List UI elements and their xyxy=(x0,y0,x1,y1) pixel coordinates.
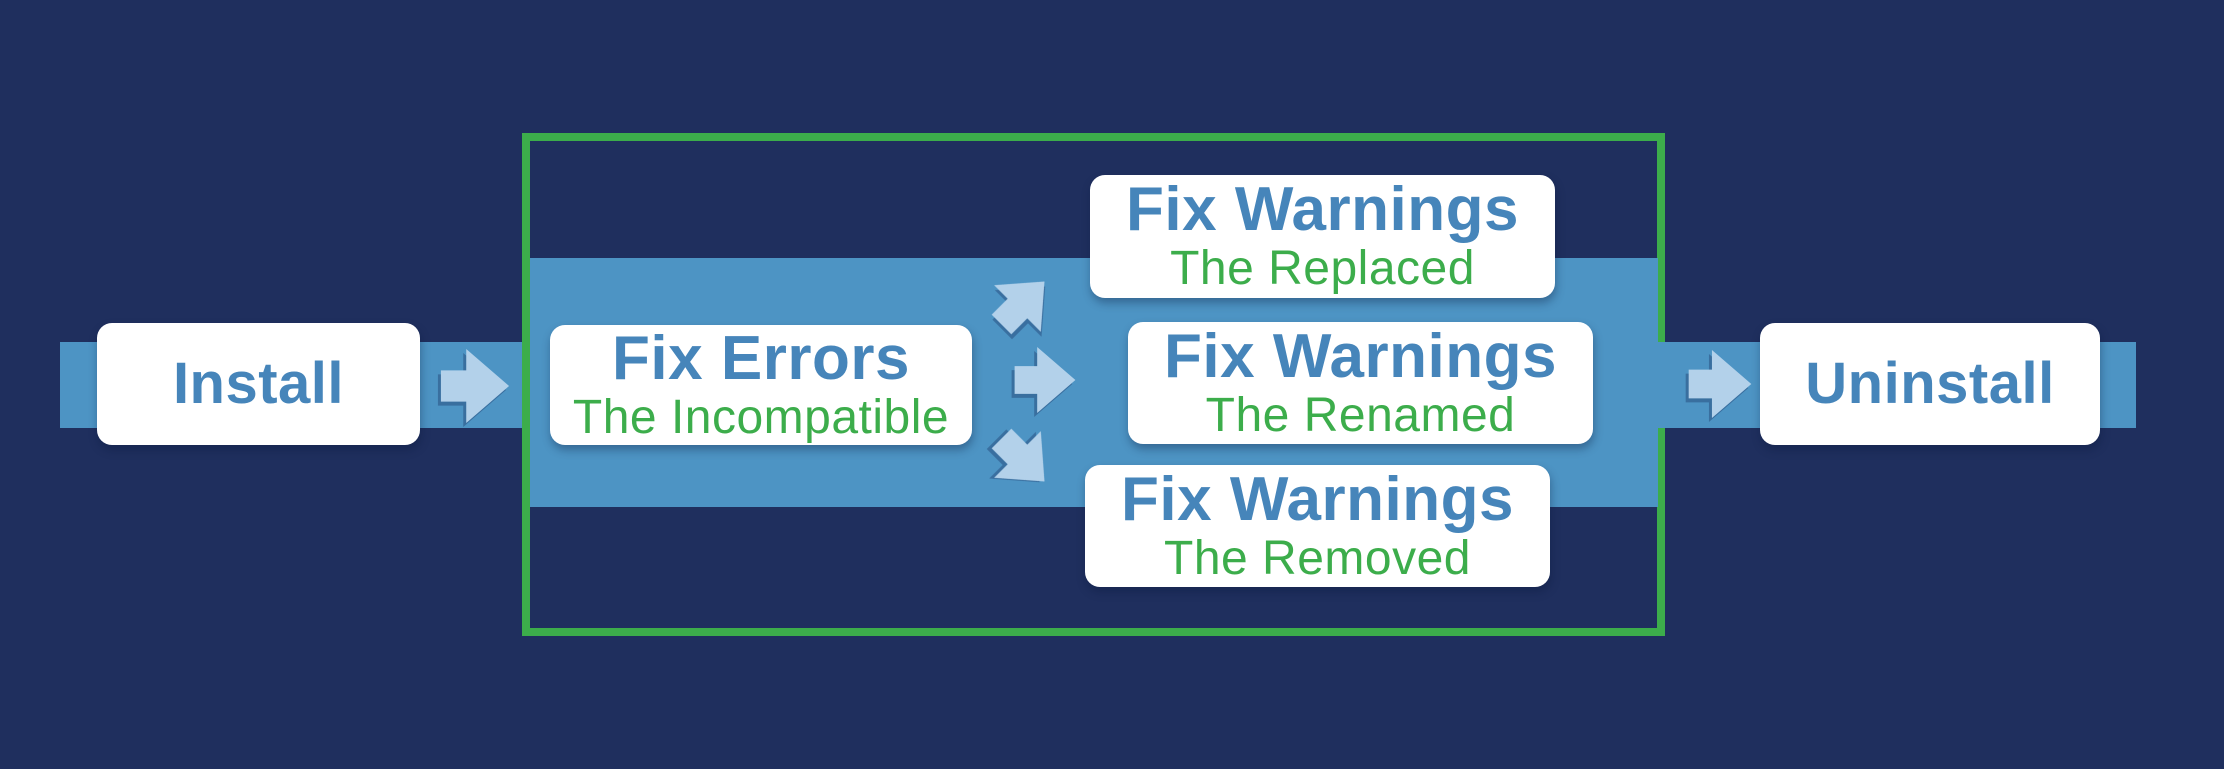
node-install-label: Install xyxy=(172,351,345,417)
node-fix-warnings-title: Fix Warnings xyxy=(1121,464,1514,534)
arrow-right-icon xyxy=(1686,350,1754,418)
node-fix-warnings-subtitle: The Removed xyxy=(1164,531,1471,585)
node-fix-warnings-removed: Fix Warnings The Removed xyxy=(1085,465,1550,587)
node-uninstall-label: Uninstall xyxy=(1805,351,2055,417)
node-fix-warnings-replaced: Fix Warnings The Replaced xyxy=(1090,175,1555,298)
node-fix-errors-subtitle: The Incompatible xyxy=(572,390,950,444)
node-fix-warnings-title: Fix Warnings xyxy=(1126,175,1519,245)
arrow-up-right-icon xyxy=(978,258,1069,349)
node-uninstall: Uninstall xyxy=(1760,323,2100,445)
node-install: Install xyxy=(97,323,420,445)
node-fix-warnings-renamed: Fix Warnings The Renamed xyxy=(1128,322,1593,444)
node-fix-warnings-subtitle: The Renamed xyxy=(1205,388,1516,442)
node-fix-warnings-subtitle: The Replaced xyxy=(1170,242,1475,296)
arrow-right-icon xyxy=(1014,347,1076,413)
node-fix-errors-title: Fix Errors xyxy=(612,323,910,393)
node-fix-errors: Fix Errors The Incompatible xyxy=(550,325,972,445)
node-fix-warnings-title: Fix Warnings xyxy=(1164,321,1557,391)
flow-band-right-crossing xyxy=(1650,342,1682,428)
arrow-down-right-icon xyxy=(978,415,1069,506)
arrow-right-icon xyxy=(440,349,510,423)
